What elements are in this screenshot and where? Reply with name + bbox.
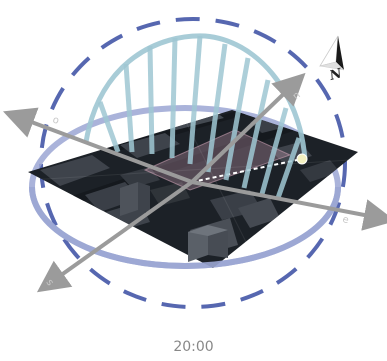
arc-rib	[259, 107, 289, 195]
arc-rib	[97, 101, 121, 153]
axis-north-arrow	[190, 72, 306, 184]
building	[40, 155, 110, 186]
axis-east-arrow	[191, 180, 387, 231]
building	[60, 207, 100, 232]
building	[150, 182, 190, 206]
outer-dashed-ring	[39, 17, 347, 309]
axis-west-arrow	[3, 107, 193, 184]
axis-label-south: s	[44, 277, 56, 288]
arc-rib	[147, 45, 155, 155]
arc-rib	[187, 35, 203, 165]
sun-marker[interactable]	[296, 153, 308, 165]
time-label: 20:00	[173, 339, 214, 355]
building	[300, 160, 340, 182]
axis-arrows	[3, 72, 387, 293]
arc-rib	[123, 63, 135, 153]
compass-north-label: N	[327, 66, 344, 84]
arc-rib	[205, 43, 228, 173]
arc-rib	[275, 137, 302, 199]
building	[238, 198, 280, 228]
compass-north-icon[interactable]: N	[319, 35, 345, 84]
axis-label-west: o	[51, 114, 61, 126]
arc-rib	[223, 57, 251, 181]
axis-label-east: e	[341, 214, 349, 226]
sun-path-ring-front	[29, 186, 341, 269]
arc-rib	[241, 79, 271, 189]
axis-label-north: n	[291, 90, 303, 103]
arc-rib	[169, 37, 178, 159]
axis-south-arrow	[36, 180, 194, 293]
